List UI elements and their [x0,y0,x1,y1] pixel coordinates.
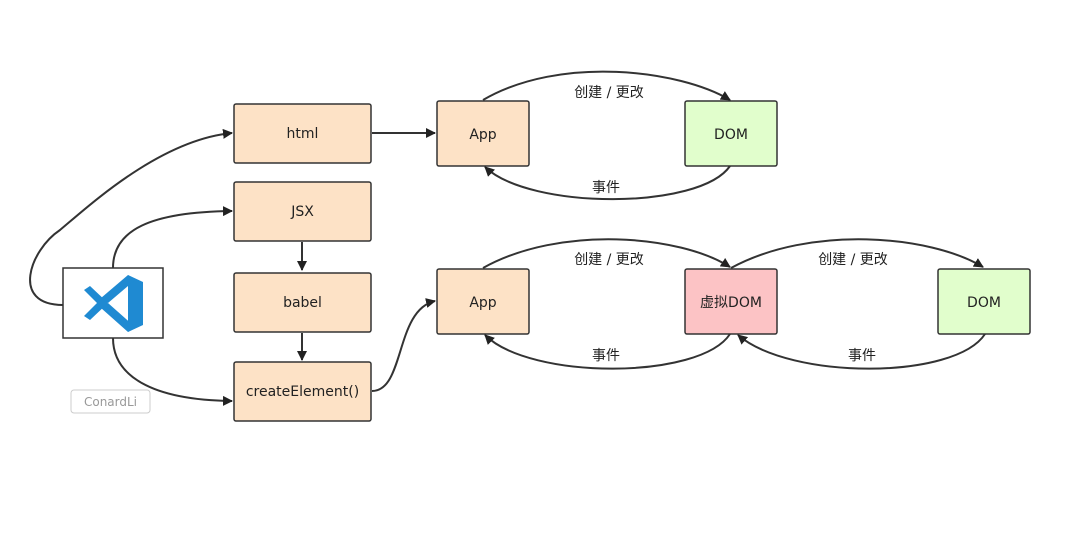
label-bottom-create-1: 创建 / 更改 [574,252,644,268]
vscode-logo-box [62,267,164,339]
node-babel-label: babel [283,295,322,311]
vscode-icon [84,275,143,332]
node-html-label: html [287,126,319,142]
edge-app-bottom-to-vdom [482,238,731,269]
edge-dom-top-to-app-top [484,165,731,201]
edge-vdom-to-app-bottom [484,333,731,370]
edge-vdom-to-dom-bottom [730,238,984,269]
edge-create-element-to-app-bottom [371,298,436,392]
label-top-create: 创建 / 更改 [574,85,644,101]
node-app-bottom-label: App [469,295,496,311]
watermark-badge: ConardLi [70,389,151,414]
label-bottom-event-2: 事件 [848,348,876,364]
node-create-element: createElement() [233,361,372,422]
node-create-element-label: createElement() [246,384,359,400]
node-app-top: App [436,100,530,167]
label-top-event: 事件 [592,180,620,196]
node-dom-bottom: DOM [937,268,1031,335]
node-dom-top: DOM [684,100,778,167]
edge-dom-bottom-to-vdom [737,333,986,370]
node-dom-bottom-label: DOM [967,295,1001,311]
edge-logo-to-html [29,128,233,306]
edge-logo-to-jsx [112,206,233,269]
node-babel: babel [233,272,372,333]
node-html: html [233,103,372,164]
label-bottom-create-2: 创建 / 更改 [818,252,888,268]
watermark-label: ConardLi [84,395,137,409]
node-jsx-label: JSX [290,204,314,220]
node-virtual-dom: 虚拟DOM [684,268,778,335]
node-app-bottom: App [436,268,530,335]
edge-app-top-to-dom-top [482,70,731,101]
label-bottom-event-1: 事件 [592,348,620,364]
node-jsx: JSX [233,181,372,242]
node-dom-top-label: DOM [714,127,748,143]
node-virtual-dom-label: 虚拟DOM [700,295,762,311]
edge-logo-to-create-element [112,337,233,406]
node-app-top-label: App [469,127,496,143]
